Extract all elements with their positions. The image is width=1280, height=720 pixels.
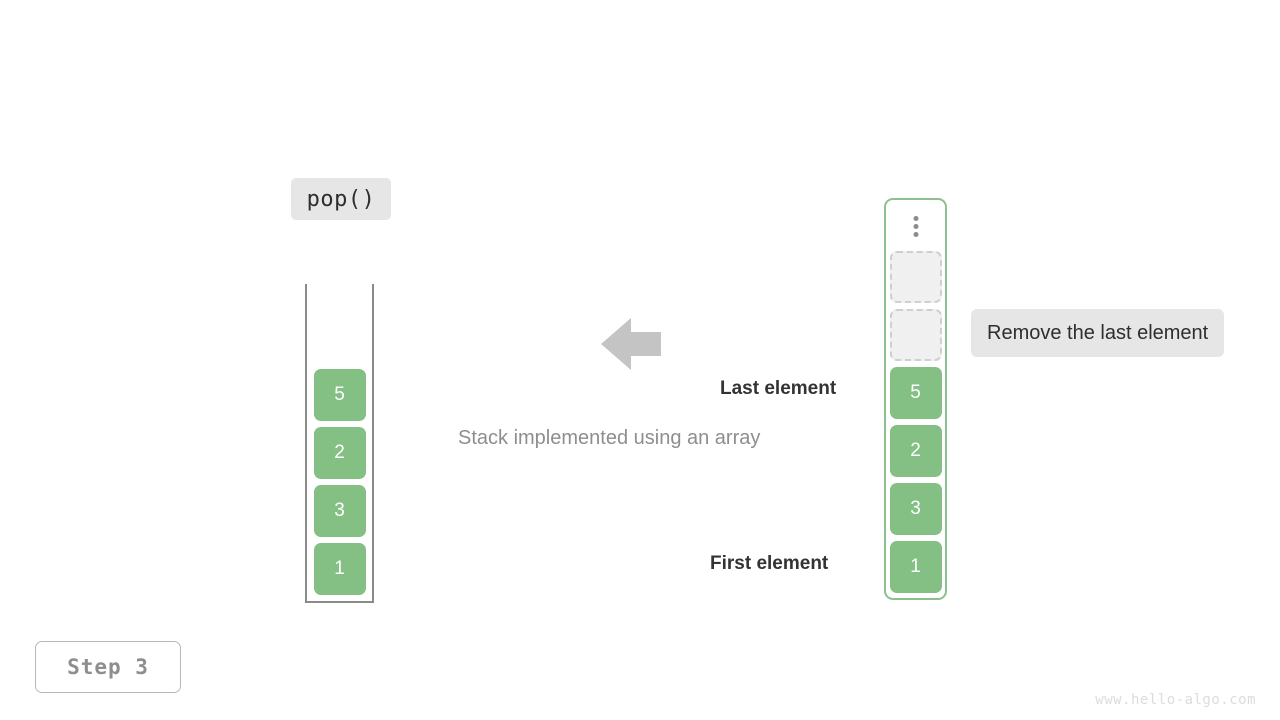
array-cell: 1 [889,541,942,593]
stack-container: 1 3 2 5 [305,284,374,603]
stack-cell: 1 [313,543,366,595]
last-element-label: Last element [720,378,837,399]
operation-label: pop() [291,178,391,220]
array-cell: 3 [889,483,942,535]
first-element-label: First element [710,553,829,574]
stack-item-list: 1 3 2 5 [307,369,372,595]
watermark: www.hello-algo.com [1095,692,1256,708]
vertical-ellipsis-icon [913,216,918,237]
array-cell: 5 [889,367,942,419]
action-tooltip: Remove the last element [971,309,1225,357]
array-cell-empty [889,251,942,303]
array-container: 1 3 2 5 [884,198,947,600]
diagram-caption: Stack implemented using an array [458,427,761,449]
stack-cell: 3 [313,485,366,537]
array-cell-empty [889,309,942,361]
arrow-left-icon [601,318,661,370]
stack-cell: 5 [313,369,366,421]
array-item-list: 1 3 2 5 [886,251,945,593]
step-badge: Step 3 [35,641,181,693]
stack-cell: 2 [313,427,366,479]
array-cell: 2 [889,425,942,477]
